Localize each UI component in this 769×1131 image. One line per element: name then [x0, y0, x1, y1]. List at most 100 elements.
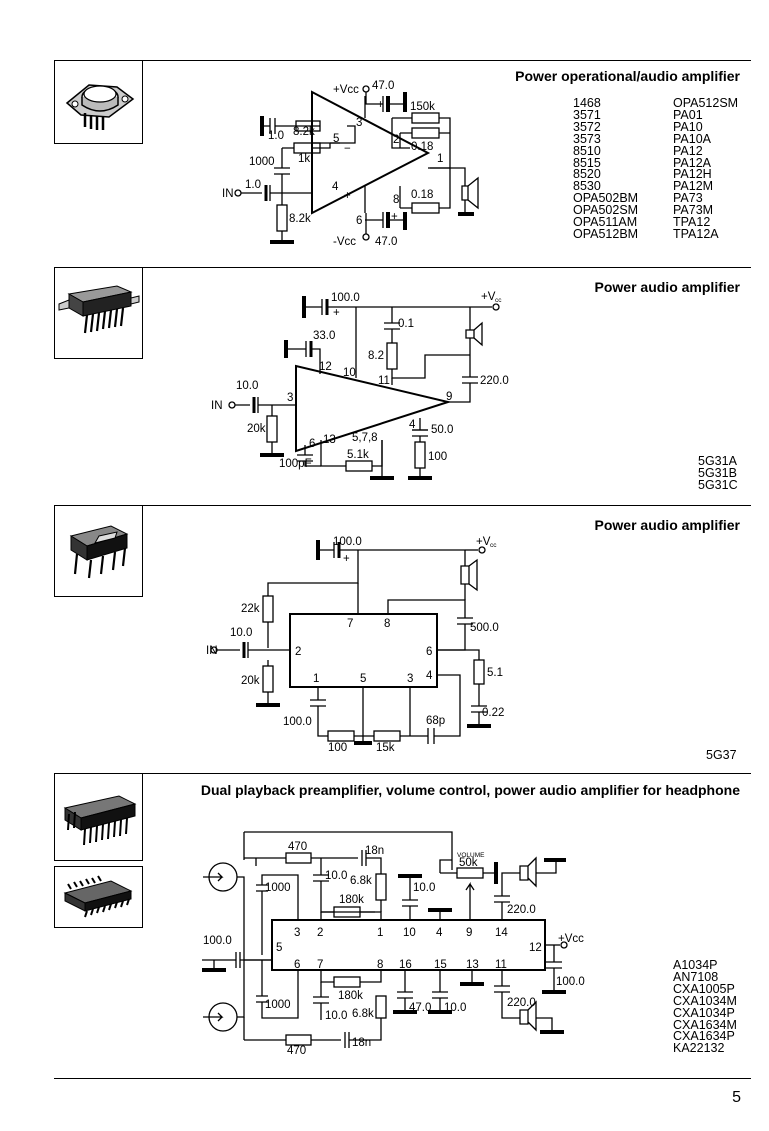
part-number: PA12: [673, 143, 703, 158]
s2-c100pf-label: 100pF: [279, 458, 312, 470]
s1-r1k-label: 1k: [298, 153, 310, 165]
part-number: KA22132: [673, 1041, 725, 1056]
rule-bottom: [54, 1078, 751, 1079]
s2-vcc-label: +V: [481, 291, 496, 303]
part-number: PA12A: [673, 155, 711, 170]
s1-minus-label: −: [344, 143, 351, 155]
s3-r22k-label: 22k: [241, 603, 260, 615]
part-number: 3572: [573, 119, 601, 134]
part-number: PA12M: [673, 179, 714, 194]
part-number: 8515: [573, 155, 601, 170]
s1-cap-plus-1: +: [377, 99, 384, 111]
part-number: 8510: [573, 143, 601, 158]
s2-c-in-label: 10.0: [236, 380, 258, 392]
s4-pin2-label: 2: [317, 927, 323, 939]
s3-pin2-label: 2: [295, 646, 301, 658]
schematic-2: [228, 296, 500, 480]
s4-pin7-label: 7: [317, 959, 323, 971]
s3-r51-label: 5.1: [487, 667, 503, 679]
s2-c33-label: 33.0: [313, 330, 335, 342]
package-sop16-thumbnail: [54, 866, 143, 928]
part-number: CXA1634P: [673, 1029, 735, 1044]
s2-r20k-label: 20k: [247, 423, 266, 435]
s1-in-label: IN: [222, 188, 234, 200]
page-number: 5: [732, 1089, 741, 1106]
s2-r51k-label: 5.1k: [347, 449, 369, 461]
schematic-1-labels: +Vcc 47.0 + 150k 8.2k 1.0 5 − 3 2 0.18 1…: [222, 80, 443, 248]
package-to3-thumbnail: [54, 60, 143, 144]
part-number: PA12H: [673, 167, 712, 182]
s4-c10c-label: 10.0: [325, 1010, 347, 1022]
s3-r100-label: 100: [328, 742, 347, 754]
s4-c47-label: 47.0: [409, 1002, 431, 1014]
s4-volume-label: VOLUME: [457, 852, 485, 859]
dip16-package-icon: [63, 795, 137, 846]
part-number: AN7108: [673, 969, 719, 984]
s2-vcc-sub-label: cc: [495, 297, 502, 304]
part-number: OPA502BM: [573, 191, 639, 206]
part-number: 1468: [573, 96, 601, 110]
s2-pin11-label: 11: [378, 375, 390, 387]
s4-pin13-label: 13: [466, 959, 479, 971]
s2-pin6-label: 6: [309, 438, 315, 450]
s4-pin1-label: 1: [377, 927, 383, 939]
s2-pin4-label: 4: [409, 419, 416, 431]
s1-c10-label: 1.0: [268, 130, 284, 142]
s2-pin12-label: 12: [319, 361, 332, 373]
s4-c10d-label: 10.0: [444, 1002, 466, 1014]
s2-pin10-label: 10: [343, 367, 356, 379]
s1-r-018-top-label: 0.18: [411, 141, 433, 153]
s4-pin6-label: 6: [294, 959, 300, 971]
part-number: 8530: [573, 179, 601, 194]
part-number: 5G31A: [698, 454, 737, 468]
s2-r82-label: 8.2: [368, 350, 384, 362]
s1-vcc-pos-label: +Vcc: [333, 84, 359, 96]
s4-pin15-label: 15: [434, 959, 447, 971]
part-number: OPA511AM: [573, 215, 638, 230]
part-number: OPA512BM: [573, 226, 639, 241]
part-number: TPA12: [673, 215, 711, 230]
s2-r100-label: 100: [428, 451, 447, 463]
part-number: CXA1634M: [673, 1017, 737, 1032]
s3-c-in-label: 10.0: [230, 627, 252, 639]
s4-pin8-label: 8: [377, 959, 383, 971]
s3-c022-label: 0.22: [482, 707, 504, 719]
s1-pin3-label: 3: [356, 117, 362, 129]
s3-pin5-label: 5: [360, 673, 366, 685]
s1-pin2-label: 2: [393, 134, 399, 146]
part-number: PA10: [673, 119, 703, 134]
s3-pin3-label: 3: [407, 673, 413, 685]
schematic-4-labels: 470 18n VOLUME 50k 1000 10.0 6.8k 10.0 1…: [203, 841, 585, 1057]
s4-pin14-label: 14: [495, 927, 508, 939]
s3-vcc-label: +V: [476, 536, 491, 548]
part-number: CXA1034M: [673, 993, 737, 1008]
section-4-title: Dual playback preamplifier, volume contr…: [200, 782, 740, 798]
s3-c68p-label: 68p: [426, 715, 445, 727]
s4-c1000-bot-label: 1000: [265, 999, 291, 1011]
dip-tab-package-icon: [69, 525, 129, 579]
s4-c10b-label: 10.0: [413, 882, 435, 894]
s3-r20k-label: 20k: [241, 675, 260, 687]
s4-c10a-label: 10.0: [325, 870, 347, 882]
s1-c-bot-label: 47.0: [375, 236, 397, 248]
s1-pin5-label: 5: [333, 133, 339, 145]
s4-c100-vcc-label: 100.0: [556, 976, 585, 988]
part-number: PA01: [673, 107, 703, 122]
part-number: PA73M: [673, 203, 714, 218]
s3-pin7-label: 7: [347, 618, 353, 630]
s4-r50k-label: 50k: [459, 857, 478, 869]
s1-pin1-label: 1: [437, 153, 443, 165]
s4-c1000-top-label: 1000: [265, 882, 291, 894]
s1-pin8-label: 8: [393, 194, 399, 206]
part-number: OPA502SM: [573, 203, 639, 218]
part-number: PA10A: [673, 131, 711, 146]
s3-pin1-label: 1: [313, 673, 319, 685]
s4-c18n-bot-label: 18n: [352, 1037, 371, 1049]
schematic-2-labels: 100.0 + +V cc 0.1 33.0 8.2 12 10 11 220.…: [211, 291, 509, 470]
schematic-3-labels: 100.0 + +V cc 22k 7 8 500.0 10.0 IN 2 6 …: [206, 536, 504, 754]
s4-pin12-label: 12: [529, 942, 542, 954]
s3-c100-label: 100.0: [333, 536, 362, 548]
